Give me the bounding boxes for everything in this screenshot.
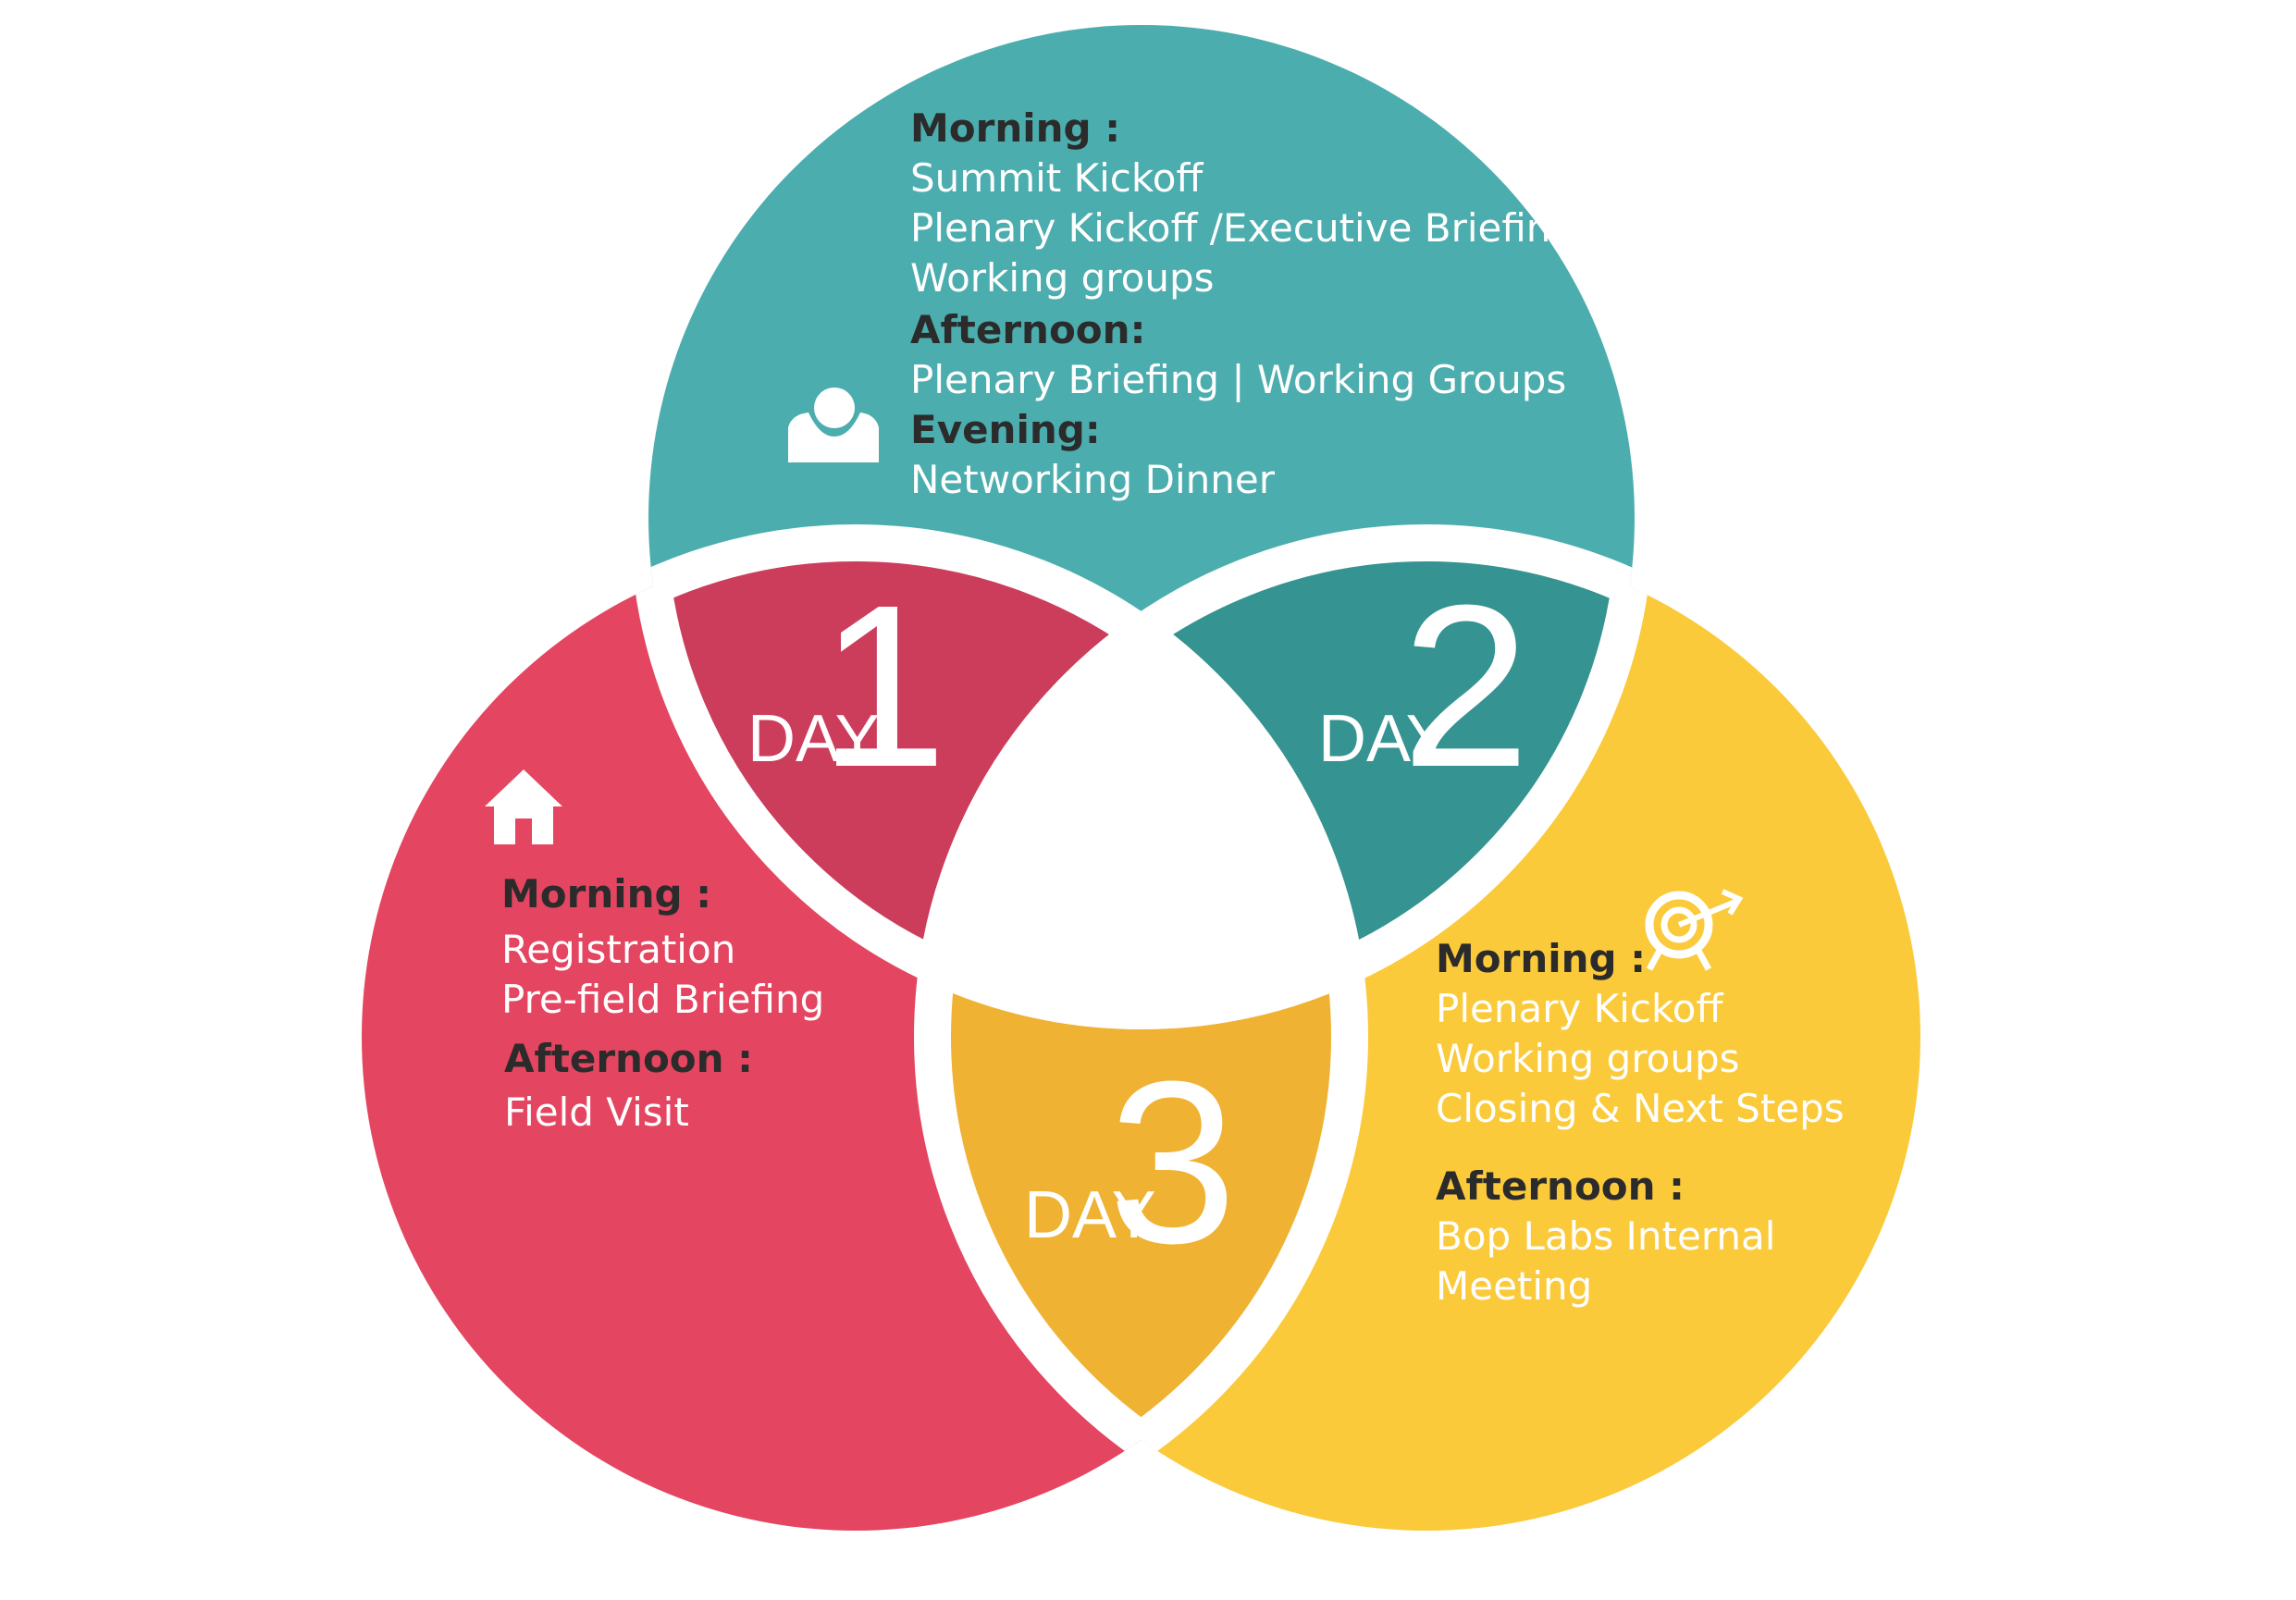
day1-schedule: Morning : Registration Pre-field Briefin… — [501, 869, 824, 1138]
day1-morning-item: Pre-field Briefing — [501, 977, 825, 1022]
day2-morning-item: Working groups — [910, 255, 1215, 301]
day3-morning-heading: Morning : — [1436, 936, 1647, 981]
day3-morning-item: Working groups — [1436, 1036, 1740, 1081]
day3-afternoon-item: Bop Labs Internal — [1436, 1213, 1776, 1259]
day1-afternoon-item: Field Visit — [504, 1089, 689, 1135]
day1-morning-item: Registration — [501, 927, 736, 972]
day3-schedule: Morning : Plenary Kickoff Working groups… — [1436, 934, 1845, 1311]
day3-morning-item: Closing & Next Steps — [1436, 1086, 1845, 1131]
day2-morning-item: Plenary Kickoff /Executive Briefing — [910, 205, 1576, 251]
day1-number: 1 — [819, 557, 947, 815]
day1-afternoon-heading: Afternoon : — [504, 1036, 753, 1081]
day2-afternoon-heading: Afternoon: — [910, 307, 1146, 352]
day2-morning-heading: Morning : — [910, 105, 1121, 151]
day2-number: 2 — [1401, 557, 1530, 815]
day3-afternoon-heading: Afternoon : — [1436, 1163, 1685, 1209]
day1-morning-heading: Morning : — [501, 871, 712, 917]
target-arrow-icon — [1645, 889, 1744, 971]
day3-afternoon-item: Meeting — [1436, 1263, 1593, 1309]
day3-label: DAY — [1024, 1178, 1156, 1252]
center-region — [932, 543, 1350, 1011]
day3-morning-item: Plenary Kickoff — [1436, 986, 1723, 1031]
day2-evening-item: Networking Dinner — [910, 457, 1276, 502]
day3-number: 3 — [1108, 1033, 1237, 1291]
day1-label: DAY — [747, 702, 880, 776]
day2-schedule: Morning : Summit Kickoff Plenary Kickoff… — [910, 104, 1575, 505]
day2-label: DAY — [1318, 702, 1450, 776]
person-icon — [788, 388, 879, 462]
house-icon — [485, 769, 562, 844]
day2-afternoon-item: Plenary Briefing | Working Groups — [910, 357, 1567, 402]
day2-evening-heading: Evening: — [910, 407, 1101, 452]
day2-morning-item: Summit Kickoff — [910, 155, 1204, 201]
